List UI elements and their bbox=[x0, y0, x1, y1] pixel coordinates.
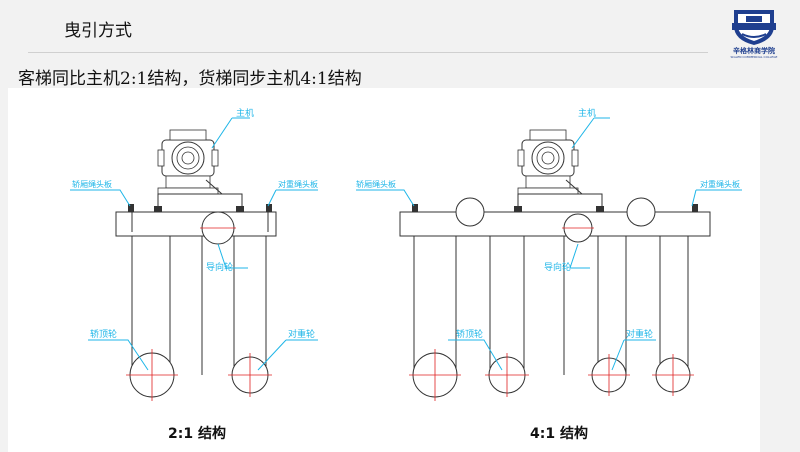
bedplate-4-1 bbox=[399, 211, 711, 237]
page-title: 曳引方式 bbox=[64, 21, 132, 41]
label-cw-hitch-4-1: 对重绳头板 bbox=[700, 179, 740, 189]
header-bar: 曳引方式 辛格林商学院 SIGLEN COMMERCIAL COLLEGE bbox=[0, 0, 800, 60]
label-car-hitch-4-1: 轿厢绳头板 bbox=[356, 179, 396, 189]
shield-icon bbox=[732, 10, 776, 45]
label-car-hitch-2-1: 轿厢绳头板 bbox=[72, 179, 112, 189]
caption-4-1: 4:1 结构 bbox=[530, 426, 588, 442]
logo-name: 辛格林商学院 bbox=[733, 47, 775, 55]
slide-subtitle: 客梯同比主机2:1结构，货梯同步主机4:1结构 bbox=[18, 69, 362, 89]
top-sheave-b-4-1 bbox=[626, 197, 656, 227]
machine-motor-4-1 bbox=[517, 129, 579, 199]
caption-2-1: 2:1 结构 bbox=[168, 426, 226, 442]
label-cw-sheave-2-1: 对重轮 bbox=[288, 328, 315, 340]
diagram-4-1: 主机 轿厢绳头板 对重绳头板 导向轮 轿顶轮 对重轮 bbox=[356, 107, 742, 401]
label-deflector-2-1: 导向轮 bbox=[206, 261, 233, 273]
college-logo: 辛格林商学院 SIGLEN COMMERCIAL COLLEGE bbox=[718, 6, 790, 62]
label-motor-2-1: 主机 bbox=[236, 107, 254, 119]
label-car-sheave-4-1: 轿顶轮 bbox=[456, 328, 483, 340]
header-divider bbox=[28, 52, 708, 53]
logo-subtitle: SIGLEN COMMERCIAL COLLEGE bbox=[730, 55, 778, 59]
machine-motor-2-1 bbox=[157, 129, 219, 199]
label-cw-sheave-4-1: 对重轮 bbox=[626, 328, 653, 340]
diagram-panel bbox=[8, 88, 760, 452]
label-deflector-4-1: 导向轮 bbox=[544, 261, 571, 273]
label-cw-hitch-2-1: 对重绳头板 bbox=[278, 179, 318, 189]
machine-base-4-1 bbox=[517, 193, 603, 213]
label-car-sheave-2-1: 轿顶轮 bbox=[90, 328, 117, 340]
label-motor-4-1: 主机 bbox=[578, 107, 596, 119]
diagram-2-1: 主机 轿厢绳头板 对重绳头板 导向轮 轿顶轮 对重轮 bbox=[70, 107, 318, 401]
machine-base-2-1 bbox=[157, 193, 243, 213]
right-margin bbox=[760, 88, 800, 452]
bedplate-2-1 bbox=[115, 211, 277, 237]
top-sheave-a-4-1 bbox=[455, 197, 485, 227]
